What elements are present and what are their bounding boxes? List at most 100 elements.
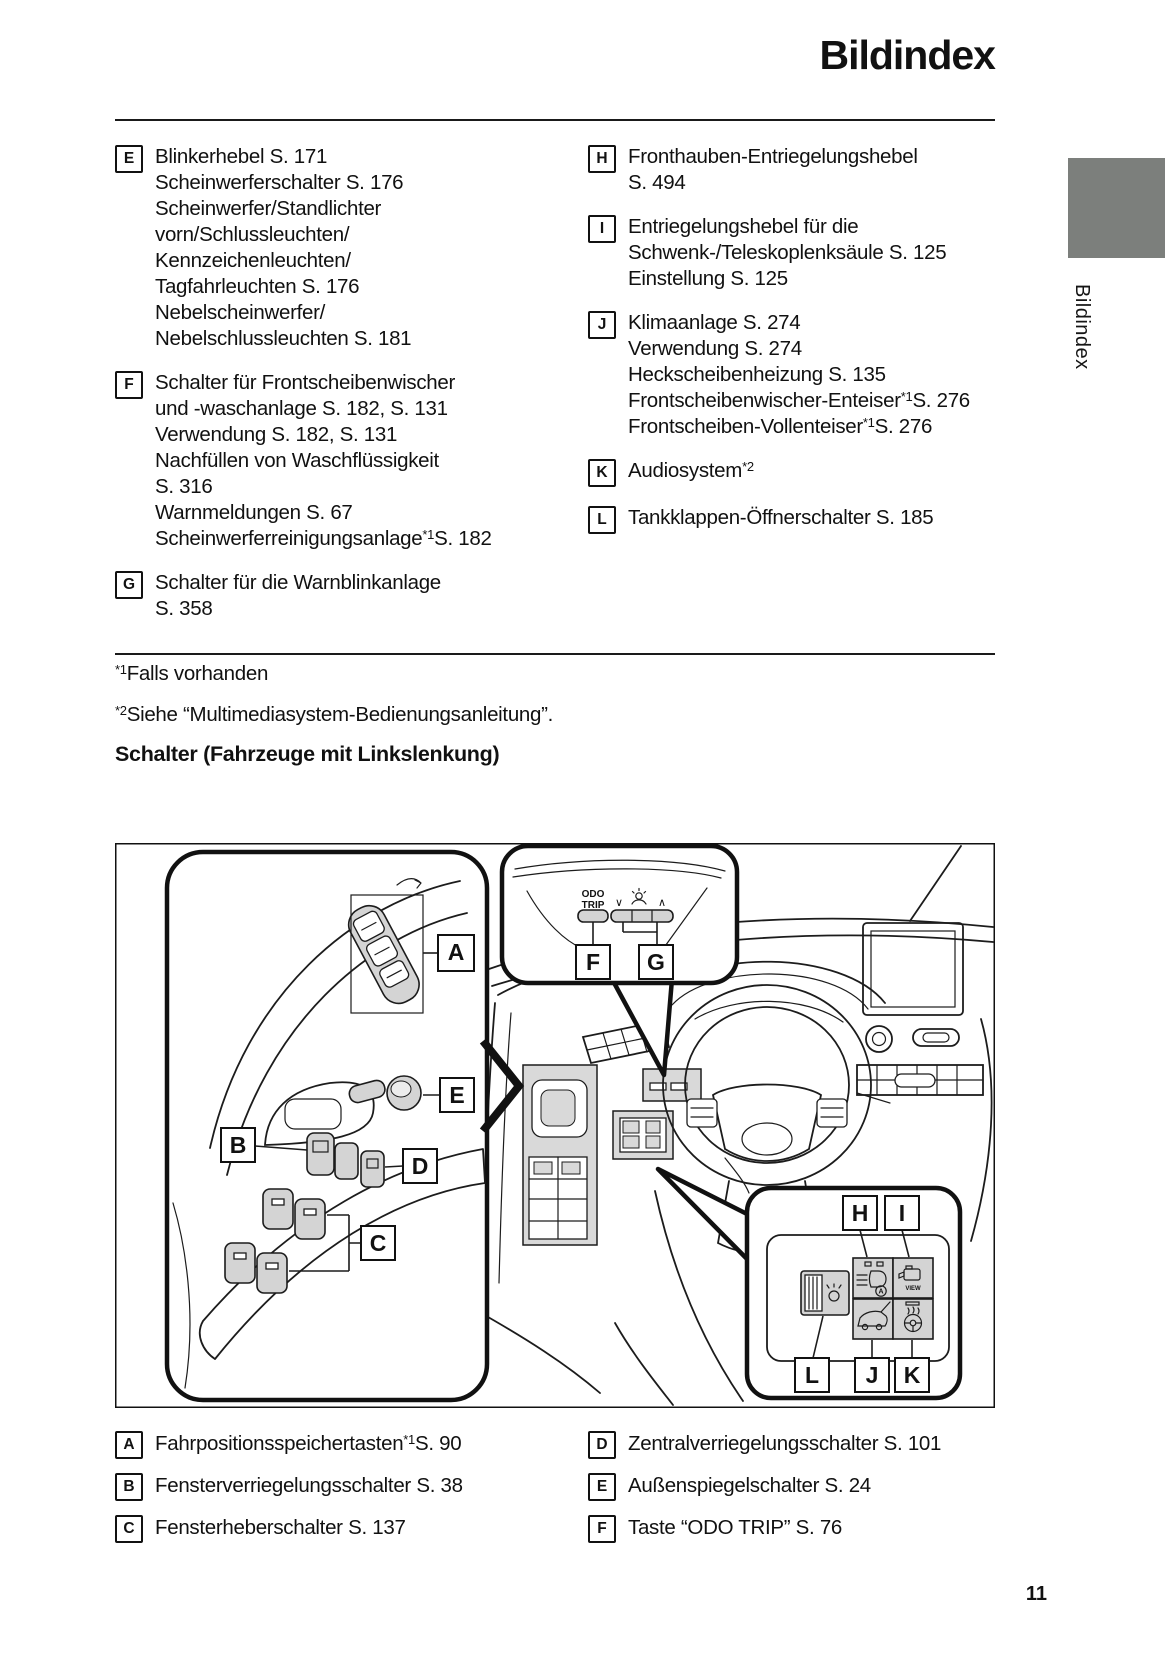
callout-g <box>638 944 674 980</box>
camera-view-button: VIEW <box>892 1257 934 1299</box>
item-text-line: Schwenk-/Teleskoplenksäule S. 125 <box>628 241 947 264</box>
pointer-chevron-icon <box>479 1038 525 1134</box>
item-text-line: Kennzeichenleuchten/ <box>155 249 351 272</box>
footnote-marker: *1 <box>115 662 127 677</box>
callout-j-label: J <box>866 1362 879 1388</box>
legend-text: Fensterverriegelungsschalter S. 38 <box>155 1474 463 1497</box>
item-text-line: Scheinwerferreinigungsanlage*1S. 182 <box>155 527 492 550</box>
odo-trip-button <box>577 909 609 923</box>
item-text-line: Tankklappen-Öffnerschalter S. 185 <box>628 506 934 529</box>
footnote: *2Siehe “Multimediasystem-Bedienungsanle… <box>115 703 554 726</box>
callout-k-label: K <box>904 1362 921 1388</box>
callout-h-label: H <box>852 1200 869 1226</box>
item-text-line: und -waschanlage S. 182, S. 131 <box>155 397 448 420</box>
item-text: Audiosystem*2 <box>628 458 1008 487</box>
item-text: Tankklappen-Öffnerschalter S. 185 <box>628 505 1008 534</box>
top-rule <box>115 119 995 121</box>
item-letter-badge: C <box>115 1514 143 1543</box>
callout-a <box>437 934 475 972</box>
item-text-line: Frontscheibenwischer-Enteiser*1S. 276 <box>628 389 970 412</box>
view-label: VIEW <box>905 1286 921 1292</box>
interior-diagram-svg: A B C D E ODO TRIP ∨ ∧ F G <box>115 843 995 1408</box>
footnote-marker: *1 <box>403 1432 415 1447</box>
footnote-marker: *1 <box>900 389 913 404</box>
callout-l-label: L <box>805 1362 819 1388</box>
item-text-line: Schalter für Frontscheibenwischer <box>155 371 456 394</box>
page-title: Bildindex <box>819 32 996 78</box>
section-heading: Schalter (Fahrzeuge mit Linkslenkung) <box>115 742 500 766</box>
legend-text: Taste “ODO TRIP” S. 76 <box>628 1516 843 1539</box>
item-text-line: Audiosystem*2 <box>628 459 754 482</box>
item-text-line: Blinkerhebel S. 171 <box>155 145 328 168</box>
inset-odo-trip: ODO TRIP ∨ ∧ F G <box>499 843 740 1078</box>
item-letter-badge: F <box>588 1514 616 1543</box>
callout-e-label: E <box>449 1082 464 1108</box>
callout-a-label: A <box>448 939 465 965</box>
item-text-line: Nachfüllen von Waschflüssigkeit <box>155 449 439 472</box>
callout-h <box>842 1195 878 1231</box>
callout-f <box>575 944 611 980</box>
side-tab-label: Bildindex <box>1071 284 1093 370</box>
callout-k <box>894 1357 930 1393</box>
callout-b-label: B <box>230 1132 247 1158</box>
inset-door-panel: A B C D E <box>164 849 525 1403</box>
heated-steering-button <box>892 1298 934 1340</box>
index-entry-f: F Schalter für Frontscheibenwischer und -w… <box>115 370 580 552</box>
dial-down-icon: ∨ <box>615 896 623 909</box>
item-text-line: S. 316 <box>155 475 213 498</box>
item-text-line: vorn/Schlussleuchten/ <box>155 223 350 246</box>
callout-f-label: F <box>586 949 600 975</box>
page-number: 11 <box>1025 1583 1047 1605</box>
item-letter-badge: H <box>588 145 616 173</box>
auto-a-label: A <box>878 1289 883 1296</box>
item-text-line: Verwendung S. 274 <box>628 337 802 360</box>
item-letter-badge: J <box>588 311 616 339</box>
door-lock-switch <box>334 1142 385 1188</box>
inset-dash-switches: A VIEW H I <box>655 1166 963 1401</box>
footnote-marker: *1 <box>862 415 875 430</box>
footnote-marker: *2 <box>115 703 127 718</box>
lock-switch-zone <box>612 1110 674 1160</box>
steering-wheel <box>662 984 872 1256</box>
item-text-line: S. 358 <box>155 597 213 620</box>
middle-rule <box>115 653 995 655</box>
legend-text: Fahrpositionsspeichertasten*1S. 90 <box>155 1432 462 1455</box>
footnote: *1Falls vorhanden <box>115 662 269 685</box>
window-switches <box>224 1188 326 1294</box>
odo-label: ODO <box>582 889 605 900</box>
callout-b <box>220 1127 256 1163</box>
legend-text: Außenspiegelschalter S. 24 <box>628 1474 871 1497</box>
legend-text: Fensterheberschalter S. 137 <box>155 1516 406 1539</box>
item-text: Schalter für Frontscheibenwischer und -wa… <box>155 370 580 552</box>
callout-e <box>439 1077 475 1113</box>
item-text-line: Warnmeldungen S. 67 <box>155 501 353 524</box>
legend-entry-c: C Fensterheberschalter S. 137 <box>115 1514 580 1543</box>
legend-text: Zentralverriegelungsschalter S. 101 <box>628 1432 942 1455</box>
dial-up-icon: ∧ <box>658 896 666 909</box>
item-letter-badge: I <box>588 215 616 243</box>
auto-highbeam-button: A <box>852 1257 894 1299</box>
footnote-marker: *2 <box>742 459 754 474</box>
mirror-control <box>348 1075 422 1111</box>
footnotes: *1Falls vorhanden *2Siehe “Multimediasyst… <box>115 661 995 743</box>
window-lock-switch <box>306 1132 335 1176</box>
infotainment-screen <box>862 922 964 1016</box>
item-text-line: Einstellung S. 125 <box>628 267 788 290</box>
seat-memory-buttons <box>347 904 420 1005</box>
item-letter-badge: F <box>115 371 143 399</box>
callout-i <box>884 1195 920 1231</box>
